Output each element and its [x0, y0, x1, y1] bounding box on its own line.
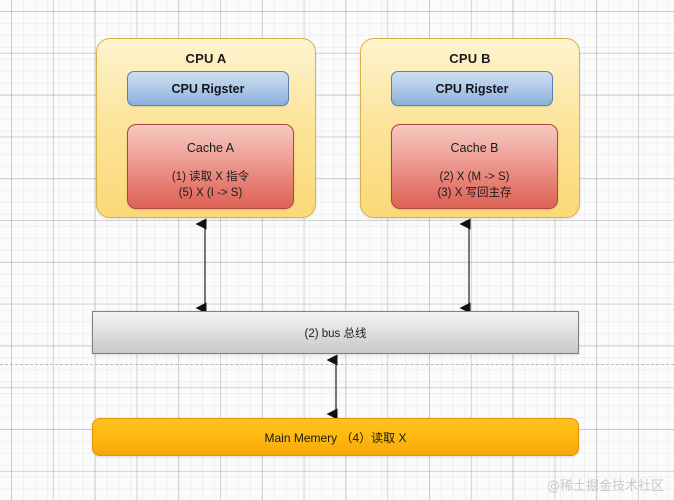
cpu-b-cache-line-1: (2) X (M -> S): [439, 171, 510, 183]
cpu-b-bus-arrow: [459, 218, 471, 314]
cpu-a-cache-line-1: (1) 读取 X 指令: [171, 171, 250, 183]
cpu-b-register-label: CPU Rigster: [435, 81, 509, 96]
bus-label: (2) bus 总线: [304, 327, 367, 340]
cpu-a-cache-lines: (1) 读取 X 指令 (5) X (I -> S): [172, 169, 249, 201]
bus-bar[interactable]: (2) bus 总线: [92, 311, 579, 354]
cpu-a-register-label: CPU Rigster: [171, 81, 245, 96]
cpu-a-bus-arrow: [195, 218, 207, 314]
cpu-b-cache-lines: (2) X (M -> S) (3) X 写回主存: [437, 169, 511, 201]
cpu-b-register-box[interactable]: CPU Rigster: [391, 71, 553, 106]
cpu-a-box[interactable]: CPU A CPU Rigster Cache A (1) 读取 X 指令 (5…: [96, 38, 316, 218]
main-memory-bar[interactable]: Main Memery （4）读取 X: [92, 418, 579, 456]
watermark: @稀土掘金技术社区: [546, 479, 664, 494]
cpu-b-title: CPU B: [449, 51, 491, 66]
bus-memory-arrow: [326, 354, 338, 420]
cpu-b-cache-box[interactable]: Cache B (2) X (M -> S) (3) X 写回主存: [391, 124, 558, 209]
cpu-a-cache-title: Cache A: [186, 141, 235, 155]
cpu-b-cache-title: Cache B: [450, 141, 499, 155]
cpu-a-register-box[interactable]: CPU Rigster: [127, 71, 289, 106]
cpu-a-cache-box[interactable]: Cache A (1) 读取 X 指令 (5) X (I -> S): [127, 124, 294, 209]
cpu-b-cache-line-2: (3) X 写回主存: [437, 187, 512, 199]
main-memory-label: Main Memery （4）读取 X: [264, 430, 407, 445]
cpu-b-box[interactable]: CPU B CPU Rigster Cache B (2) X (M -> S)…: [360, 38, 580, 218]
cpu-a-title: CPU A: [185, 51, 227, 66]
cpu-a-cache-line-2: (5) X (I -> S): [178, 187, 243, 199]
